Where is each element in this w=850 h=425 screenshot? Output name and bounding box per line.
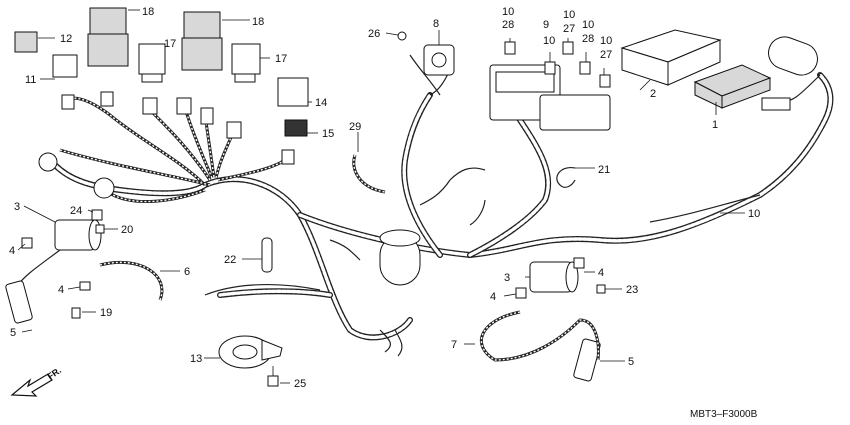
connector-15 (284, 119, 308, 137)
leader-lines (17, 9, 745, 384)
label-3-left: 3 (14, 201, 20, 213)
clamp-21 (556, 166, 576, 188)
label-10-fuse-e: 10 (600, 35, 612, 47)
label-1: 1 (712, 119, 718, 131)
label-13: 13 (190, 353, 202, 365)
label-18-right: 18 (252, 16, 264, 28)
main-wire-harness (52, 72, 834, 341)
label-28-fuse-b: 28 (582, 33, 594, 45)
label-10-fuse-a: 10 (502, 6, 514, 18)
high-tension-lead-6 (99, 260, 164, 301)
clamp-29 (352, 154, 386, 194)
sub-harness-connector (761, 97, 791, 111)
fasteners (21, 209, 606, 319)
fuse-box (489, 64, 611, 131)
label-7: 7 (451, 339, 457, 351)
front-direction-arrow: FR. (10, 365, 63, 397)
label-4-left-lower: 4 (58, 284, 64, 296)
label-10-harness: 10 (748, 208, 760, 220)
label-26: 26 (368, 28, 380, 40)
label-17-right: 17 (275, 53, 287, 65)
label-6: 6 (184, 266, 190, 278)
screw-26 (397, 31, 407, 41)
label-14: 14 (315, 97, 327, 109)
label-4-left-upper: 4 (9, 245, 15, 257)
label-25: 25 (294, 378, 306, 390)
high-tension-lead-7 (479, 310, 600, 362)
label-17-left: 17 (164, 38, 176, 50)
label-10-fuse-c: 10 (563, 9, 575, 21)
relay-14 (277, 77, 309, 107)
condenser (768, 36, 818, 76)
ignition-control-module (620, 29, 722, 86)
label-23: 23 (626, 284, 638, 296)
label-28-fuse-a: 28 (502, 19, 514, 31)
label-22: 22 (224, 254, 236, 266)
figure-code: MBT3–F3000B (690, 409, 758, 420)
label-21: 21 (598, 164, 610, 176)
label-4-center: 4 (490, 291, 496, 303)
relay-18-left (87, 7, 129, 67)
label-15: 15 (322, 128, 334, 140)
label-2: 2 (650, 88, 656, 100)
label-27-fuse-a: 27 (563, 23, 575, 35)
bolt-25 (267, 366, 279, 387)
label-3-right: 3 (504, 272, 510, 284)
ignition-coil-right (529, 261, 601, 382)
connector-11 (52, 54, 78, 78)
label-5-left: 5 (10, 327, 16, 339)
label-9: 9 (543, 19, 549, 31)
label-12: 12 (60, 33, 72, 45)
label-24: 24 (70, 205, 82, 217)
label-18-left: 18 (142, 6, 154, 18)
relay-17-right (231, 43, 261, 83)
sensor-8 (423, 44, 455, 76)
part-number-labels: 18 18 12 17 11 17 14 15 3 24 20 4 6 4 19… (9, 6, 760, 390)
label-19: 19 (100, 307, 112, 319)
ignition-coil-left (5, 219, 102, 324)
label-27-fuse-b: 27 (600, 49, 612, 61)
label-20: 20 (121, 224, 133, 236)
regulator-module (693, 64, 772, 109)
horn (218, 335, 283, 369)
mini-fuses (504, 41, 611, 88)
label-11: 11 (25, 74, 36, 86)
label-10-fuse-d: 10 (582, 19, 594, 31)
clamp-22 (261, 237, 273, 273)
label-4-right: 4 (598, 267, 604, 279)
relay-12 (14, 31, 38, 53)
relay-17-left (138, 43, 166, 83)
label-29: 29 (349, 121, 361, 133)
label-5-right: 5 (628, 356, 634, 368)
noise-suppressor (379, 229, 421, 286)
relay-18-right (181, 11, 223, 71)
label-10-fuse-b: 10 (543, 35, 555, 47)
label-8: 8 (433, 18, 439, 30)
branch-connectors (38, 91, 295, 199)
